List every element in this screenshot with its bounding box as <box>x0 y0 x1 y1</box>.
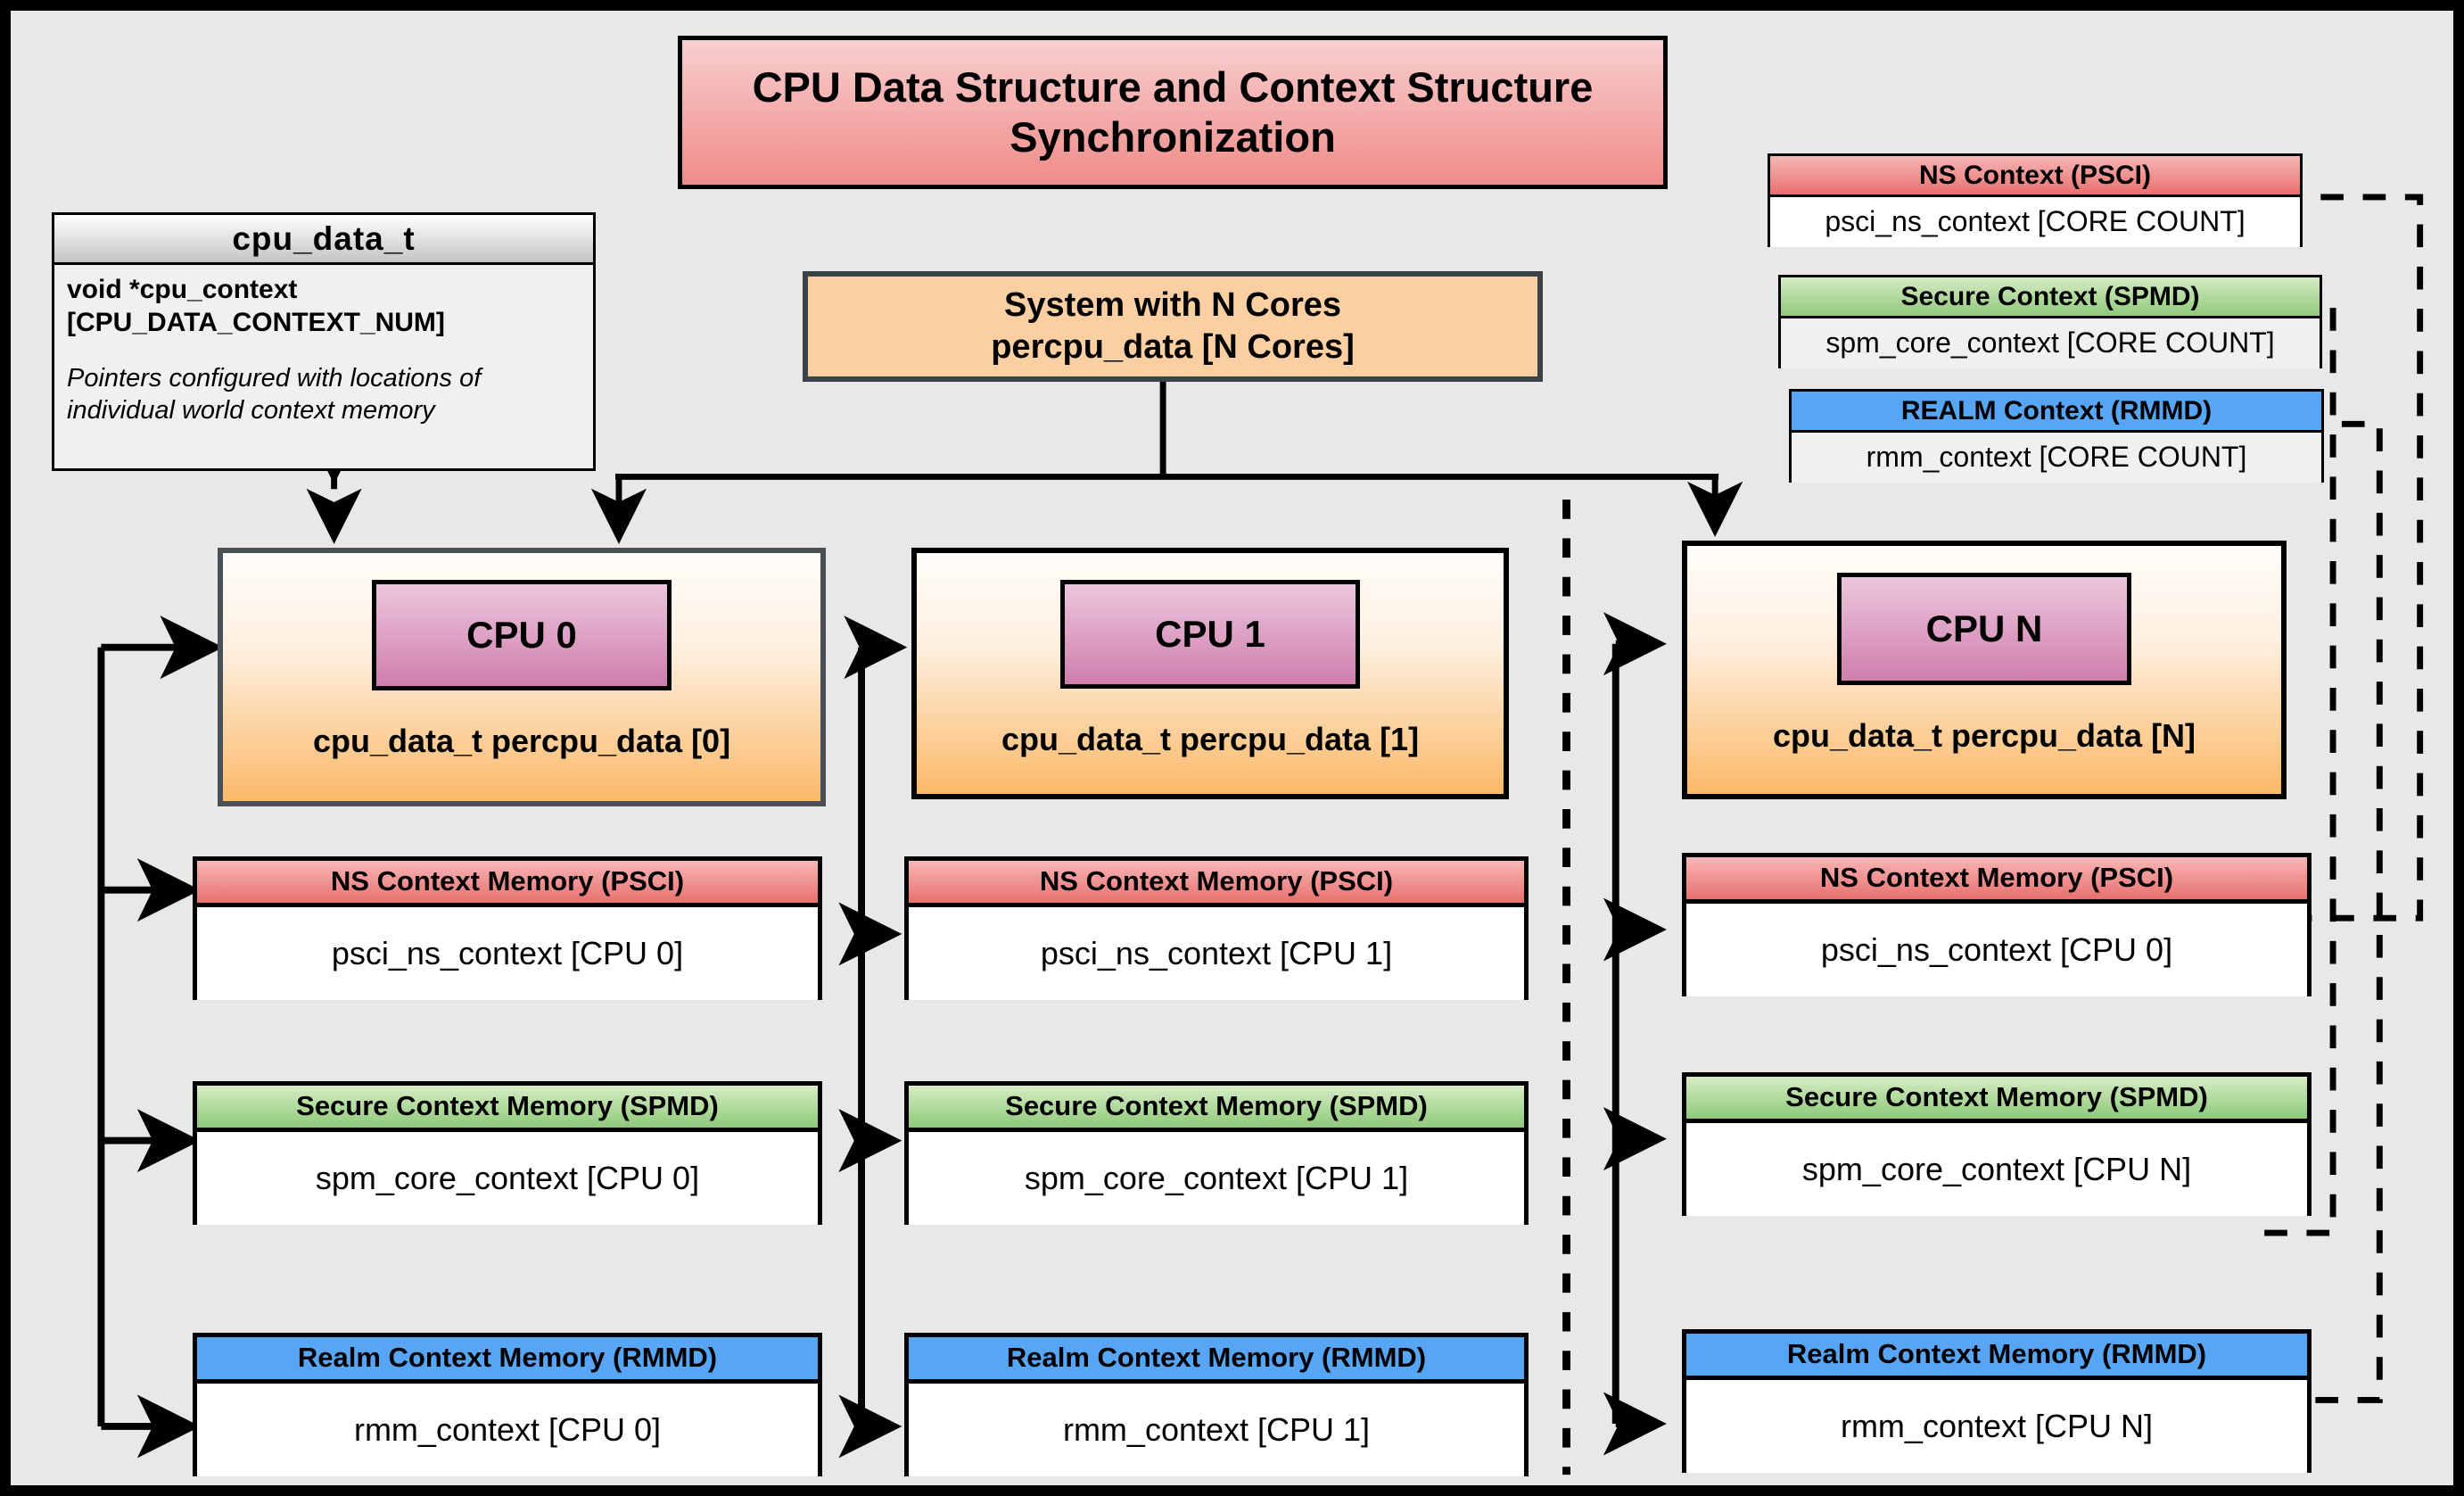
system-line-2: percpu_data [N Cores] <box>991 328 1355 366</box>
context-memory-cpu1-ns-body: psci_ns_context [CPU 1] <box>909 907 1524 1000</box>
global-context-secure-body: spm_core_context [CORE COUNT] <box>1781 318 2320 368</box>
system-with-n-cores-box: System with N Cores percpu_data [N Cores… <box>803 271 1543 382</box>
context-memory-cpu0-secure-header: Secure Context Memory (SPMD) <box>197 1086 818 1132</box>
context-memory-cpu1-ns-header: NS Context Memory (PSCI) <box>909 861 1524 907</box>
context-memory-card-cpuN-realm: Realm Context Memory (RMMD) rmm_context … <box>1682 1329 2312 1473</box>
context-memory-cpu0-secure-body: spm_core_context [CPU 0] <box>197 1132 818 1225</box>
global-context-card-realm: REALM Context (RMMD) rmm_context [CORE C… <box>1789 389 2324 483</box>
page-title: CPU Data Structure and Context Structure… <box>678 36 1668 189</box>
cpu-name-cpu0: CPU 0 <box>372 580 672 690</box>
context-memory-cpu0-realm-body: rmm_context [CPU 0] <box>197 1384 818 1476</box>
global-context-secure-header: Secure Context (SPMD) <box>1781 277 2320 318</box>
cpu-data-t-legend: cpu_data_t void *cpu_context [CPU_DATA_C… <box>52 212 596 471</box>
context-memory-card-cpu1-realm: Realm Context Memory (RMMD) rmm_context … <box>904 1333 1529 1476</box>
percpu-data-label-cpu0: cpu_data_t percpu_data [0] <box>312 723 731 759</box>
context-memory-cpu1-secure-body: spm_core_context [CPU 1] <box>909 1132 1524 1225</box>
cpu-data-t-struct-name: cpu_data_t <box>54 215 593 265</box>
context-memory-card-cpu1-secure: Secure Context Memory (SPMD) spm_core_co… <box>904 1081 1529 1225</box>
cpu-name-cpu1: CPU 1 <box>1060 580 1360 689</box>
context-memory-cpu0-ns-body: psci_ns_context [CPU 0] <box>197 907 818 1000</box>
context-memory-cpuN-ns-body: psci_ns_context [CPU 0] <box>1686 904 2307 996</box>
cpu-name-cpuN: CPU N <box>1837 573 2131 685</box>
cpu-box-cpu1: CPU 1 cpu_data_t percpu_data [1] <box>911 548 1509 799</box>
context-memory-cpu1-realm-header: Realm Context Memory (RMMD) <box>909 1337 1524 1384</box>
global-context-realm-body: rmm_context [CORE COUNT] <box>1792 433 2321 483</box>
context-memory-card-cpu0-realm: Realm Context Memory (RMMD) rmm_context … <box>193 1333 822 1476</box>
cpu-box-cpu0: CPU 0 cpu_data_t percpu_data [0] <box>218 548 826 806</box>
percpu-data-label-cpu1: cpu_data_t percpu_data [1] <box>1001 721 1420 757</box>
cpuN-context-links <box>1603 612 1667 1456</box>
global-context-realm-header: REALM Context (RMMD) <box>1792 392 2321 433</box>
cpu1-context-links <box>838 616 908 1459</box>
context-memory-card-cpu0-ns: NS Context Memory (PSCI) psci_ns_context… <box>193 856 822 1000</box>
percpu-data-label-cpuN: cpu_data_t percpu_data [N] <box>1772 717 2196 754</box>
cpu-box-cpuN: CPU N cpu_data_t percpu_data [N] <box>1682 541 2287 799</box>
global-context-ns-body: psci_ns_context [CORE COUNT] <box>1770 197 2300 247</box>
context-memory-cpuN-secure-header: Secure Context Memory (SPMD) <box>1686 1077 2307 1123</box>
context-memory-cpu1-secure-header: Secure Context Memory (SPMD) <box>909 1086 1524 1132</box>
context-memory-card-cpuN-ns: NS Context Memory (PSCI) psci_ns_context… <box>1682 853 2312 996</box>
system-to-cpus-bus <box>590 376 1743 544</box>
context-memory-cpuN-realm-body: rmm_context [CPU N] <box>1686 1380 2307 1473</box>
global-context-card-secure: Secure Context (SPMD) spm_core_context [… <box>1778 275 2322 368</box>
context-memory-card-cpuN-secure: Secure Context Memory (SPMD) spm_core_co… <box>1682 1072 2312 1216</box>
context-memory-cpu1-realm-body: rmm_context [CPU 1] <box>909 1384 1524 1476</box>
global-context-card-ns: NS Context (PSCI) psci_ns_context [CORE … <box>1768 153 2303 247</box>
context-memory-cpuN-ns-header: NS Context Memory (PSCI) <box>1686 857 2307 904</box>
cpu-data-t-field: void *cpu_context [CPU_DATA_CONTEXT_NUM] <box>67 275 445 337</box>
context-memory-cpu0-ns-header: NS Context Memory (PSCI) <box>197 861 818 907</box>
cpu-data-t-body: void *cpu_context [CPU_DATA_CONTEXT_NUM]… <box>54 265 593 436</box>
context-memory-card-cpu0-secure: Secure Context Memory (SPMD) spm_core_co… <box>193 1081 822 1225</box>
context-memory-card-cpu1-ns: NS Context Memory (PSCI) psci_ns_context… <box>904 856 1529 1000</box>
context-memory-cpu0-realm-header: Realm Context Memory (RMMD) <box>197 1337 818 1384</box>
cpu0-context-links <box>97 616 224 1459</box>
context-memory-cpuN-secure-body: spm_core_context [CPU N] <box>1686 1123 2307 1216</box>
cpu-data-t-note: Pointers configured with locations of in… <box>67 364 482 426</box>
global-context-ns-header: NS Context (PSCI) <box>1770 156 2300 197</box>
system-line-1: System with N Cores <box>1004 285 1341 324</box>
context-memory-cpuN-realm-header: Realm Context Memory (RMMD) <box>1686 1334 2307 1380</box>
